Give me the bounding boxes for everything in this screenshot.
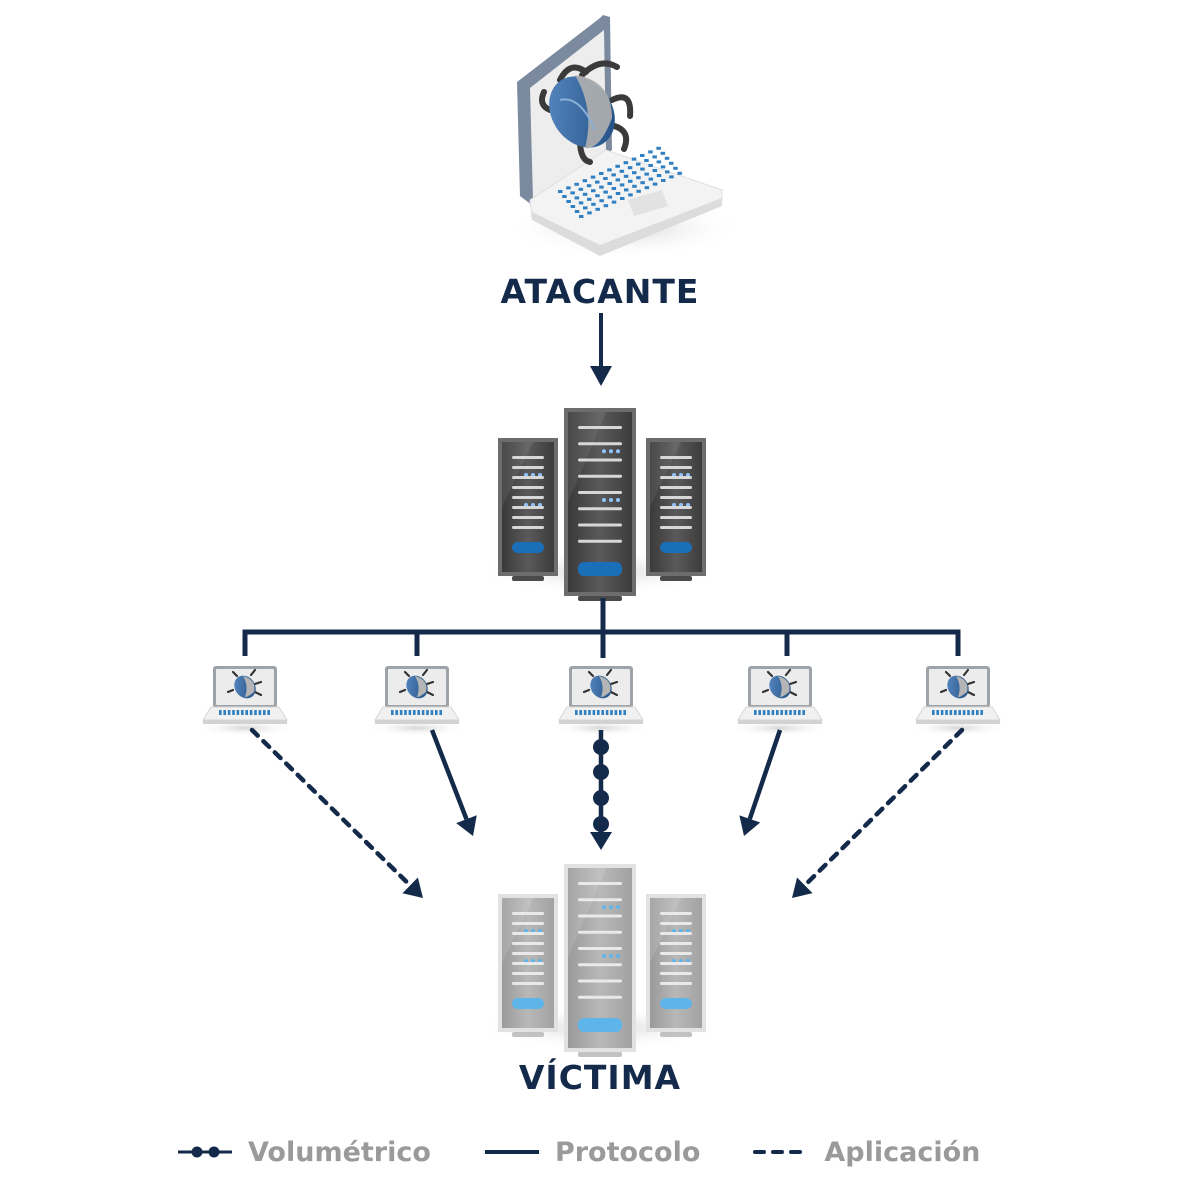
- edge-bot-3-to-victim-dotted-beads: [590, 730, 612, 850]
- edge-bot-1-to-victim-dashed: [249, 727, 423, 898]
- arrowhead: [792, 877, 813, 898]
- arrowhead: [739, 815, 761, 836]
- arrowhead: [590, 832, 612, 850]
- legend-item-volumetric: Volumétrico: [176, 1137, 431, 1168]
- edge-bot-4-to-victim-solid: [739, 729, 783, 836]
- volumetric-line-swatch-icon: [178, 1146, 232, 1158]
- bug-icon: [539, 60, 634, 165]
- edge-bot-5-to-victim-dashed: [792, 727, 965, 898]
- attack-edges: [249, 727, 965, 898]
- server-rack: [564, 864, 636, 1057]
- victim-server-rack-icon: [475, 864, 725, 1057]
- bug-icon: [582, 668, 619, 699]
- bot-laptop-3: [551, 666, 651, 736]
- arrowhead: [456, 815, 477, 836]
- legend-label-volumetric: Volumétrico: [248, 1136, 431, 1168]
- bot-laptop-1: [195, 666, 295, 736]
- edge-bot-2-to-victim-solid: [429, 729, 477, 836]
- relay-distribution-tree: [242, 598, 961, 658]
- attacker-laptop-icon: [505, 15, 745, 258]
- bot-laptops: [195, 666, 1008, 736]
- bug-icon: [226, 668, 263, 699]
- legend: Volumétrico Protocolo Aplicación: [176, 1132, 980, 1172]
- server-rack: [646, 894, 706, 1037]
- legend-item-application: Aplicación: [752, 1137, 980, 1168]
- bot-laptop-2: [367, 666, 467, 736]
- bug-icon: [398, 668, 435, 699]
- relay-server-rack-icon: [475, 408, 725, 601]
- server-rack: [498, 438, 558, 581]
- server-rack: [498, 894, 558, 1037]
- arrowhead: [402, 877, 423, 898]
- bug-icon: [761, 668, 798, 699]
- bot-laptop-5: [908, 666, 1008, 736]
- legend-label-protocol: Protocolo: [554, 1136, 701, 1168]
- attacker-to-relay-arrowhead: [590, 366, 612, 386]
- application-line-swatch-icon: [753, 1150, 811, 1154]
- server-rack: [564, 408, 636, 601]
- bot-laptop-4: [730, 666, 830, 736]
- victim-label: VÍCTIMA: [518, 1058, 682, 1097]
- legend-item-protocol: Protocolo: [483, 1137, 700, 1168]
- legend-label-application: Aplicación: [824, 1136, 981, 1168]
- attacker-label: ATACANTE: [500, 272, 700, 311]
- server-rack: [646, 438, 706, 581]
- protocol-line-swatch-icon: [484, 1150, 539, 1154]
- bug-icon: [939, 668, 976, 699]
